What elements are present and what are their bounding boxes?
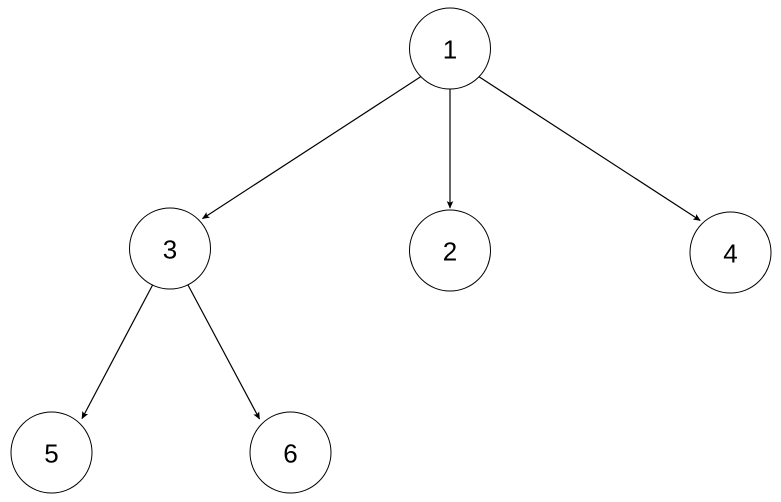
graph-node-4[interactable]: 4 — [689, 211, 772, 294]
node-circle-1[interactable] — [409, 7, 491, 90]
edges-layer — [81, 76, 701, 420]
node-circle-5[interactable] — [10, 411, 93, 494]
graph-node-5[interactable]: 5 — [10, 411, 93, 494]
node-label-3: 3 — [163, 235, 177, 265]
nodes-layer: 1 3 2 4 5 6 — [10, 7, 772, 494]
node-label-2: 2 — [443, 237, 457, 267]
graph-node-1[interactable]: 1 — [409, 7, 491, 90]
node-label-4: 4 — [723, 239, 737, 269]
node-circle-3[interactable] — [129, 207, 211, 290]
node-circle-2[interactable] — [409, 209, 491, 292]
graph-edge-1-to-3 — [202, 76, 421, 220]
node-label-5: 5 — [44, 439, 58, 469]
graph-node-3[interactable]: 3 — [129, 207, 211, 290]
graph-node-6[interactable]: 6 — [249, 411, 332, 494]
graph-edge-3-to-6 — [187, 284, 261, 420]
node-circle-6[interactable] — [249, 411, 332, 494]
graph-node-2[interactable]: 2 — [409, 209, 491, 292]
graph-edge-1-to-4 — [478, 76, 701, 222]
graph-edge-3-to-5 — [81, 284, 154, 420]
node-label-6: 6 — [283, 439, 297, 469]
node-label-1: 1 — [443, 35, 457, 65]
node-circle-4[interactable] — [689, 211, 772, 294]
